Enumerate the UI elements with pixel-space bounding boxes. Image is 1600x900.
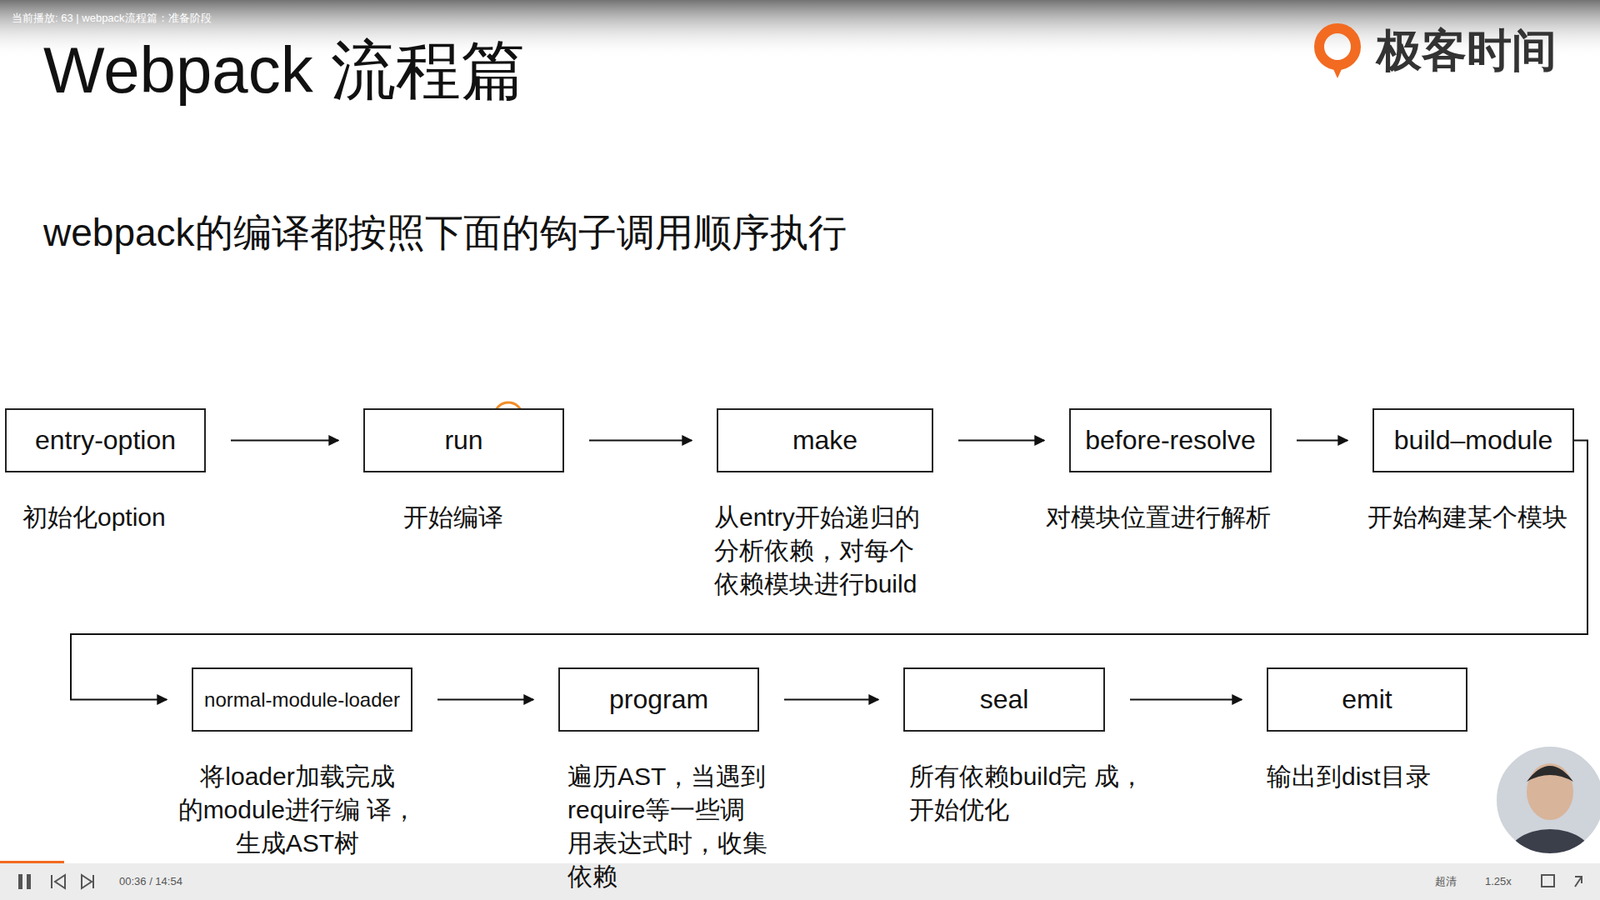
hook-name: make bbox=[792, 425, 858, 456]
player-bar bbox=[0, 863, 1600, 900]
time-code: 00:36 / 14:54 bbox=[119, 875, 183, 889]
hook-step: program遍历AST，当遇到 require等一些调 用表达式时，收集 依赖 bbox=[558, 667, 760, 732]
hook-description: 从entry开始递归的 分析依赖，对每个 依赖模块进行build bbox=[714, 500, 956, 601]
window-icon bbox=[1541, 875, 1555, 887]
pause-icon bbox=[26, 874, 31, 890]
hook-name: run bbox=[444, 425, 483, 456]
hook-step: before-resolve对模块位置进行解析 bbox=[1069, 408, 1272, 473]
hook-box: build–module bbox=[1372, 408, 1575, 473]
flow-arrow bbox=[589, 440, 692, 442]
hook-description: 开始编译 bbox=[403, 500, 504, 535]
flow-arrow bbox=[437, 699, 534, 701]
hook-box: make bbox=[716, 408, 934, 473]
webcam-rim bbox=[1495, 745, 1600, 855]
next-icon bbox=[81, 875, 94, 889]
logo-icon bbox=[1319, 28, 1356, 65]
logo-icon-tail bbox=[1330, 61, 1345, 79]
hook-box: program bbox=[558, 667, 760, 732]
hook-description: 将loader加载完成 的module进行编 译，生成AST树 bbox=[176, 760, 419, 860]
progress-bar bbox=[0, 860, 65, 864]
hook-name: emit bbox=[1341, 684, 1392, 715]
hook-box: normal-module-loader bbox=[191, 667, 413, 732]
quality-label: 超清 bbox=[1435, 875, 1457, 889]
hook-step: build–module开始构建某个模块 bbox=[1372, 408, 1575, 473]
hook-description: 所有依赖build完 成，开始优化 bbox=[909, 760, 1151, 827]
hook-name: entry-option bbox=[35, 425, 176, 456]
hook-name: normal-module-loader bbox=[204, 688, 400, 712]
hook-description: 遍历AST，当遇到 require等一些调 用表达式时，收集 依赖 bbox=[567, 760, 810, 894]
hook-name: program bbox=[609, 684, 709, 715]
flow-arrow bbox=[230, 440, 339, 442]
pause-icon bbox=[18, 874, 23, 890]
flow-arrow bbox=[958, 440, 1045, 442]
hook-description: 输出到dist目录 bbox=[1266, 760, 1431, 794]
presenter-hair bbox=[1526, 765, 1574, 782]
speed-label: 1.25x bbox=[1485, 875, 1512, 889]
slide-title: Webpack 流程篇 bbox=[43, 31, 526, 110]
hook-step: emit输出到dist目录 bbox=[1266, 667, 1468, 732]
hook-step: run开始编译 bbox=[363, 408, 565, 473]
hook-description: 对模块位置进行解析 bbox=[1045, 500, 1271, 535]
hook-step: entry-option初始化option bbox=[5, 408, 206, 473]
hook-name: build–module bbox=[1394, 425, 1553, 456]
hook-step: seal所有依赖build完 成，开始优化 bbox=[903, 667, 1105, 732]
slide-subtitle: webpack的编译都按照下面的钩子调用顺序执行 bbox=[43, 210, 847, 256]
hook-description: 初始化option bbox=[22, 500, 166, 535]
flow-arrow bbox=[70, 440, 1588, 700]
presenter-head bbox=[1526, 763, 1574, 820]
hook-box: before-resolve bbox=[1069, 408, 1272, 473]
video-caption: 当前播放: 63 | webpack流程篇：准备阶段 bbox=[11, 11, 212, 25]
hook-box: run bbox=[363, 408, 565, 473]
hook-box: emit bbox=[1266, 667, 1468, 732]
webcam-overlay bbox=[1491, 741, 1600, 896]
brand-logo: 极客时间 bbox=[1376, 23, 1557, 78]
hook-description: 开始构建某个模块 bbox=[1367, 500, 1568, 535]
flow-arrow bbox=[784, 699, 879, 701]
hook-step: normal-module-loader将loader加载完成 的module进… bbox=[191, 667, 413, 732]
hook-name: before-resolve bbox=[1085, 425, 1256, 456]
prev-icon bbox=[51, 875, 65, 889]
hook-name: seal bbox=[980, 684, 1030, 715]
flow-arrow bbox=[1130, 699, 1242, 701]
presenter-body bbox=[1504, 829, 1596, 896]
hook-box: seal bbox=[903, 667, 1105, 732]
hook-step: make从entry开始递归的 分析依赖，对每个 依赖模块进行build bbox=[716, 408, 934, 473]
fullscreen-icon bbox=[1575, 876, 1582, 887]
hook-box: entry-option bbox=[5, 408, 206, 473]
flow-arrow bbox=[1296, 440, 1348, 442]
